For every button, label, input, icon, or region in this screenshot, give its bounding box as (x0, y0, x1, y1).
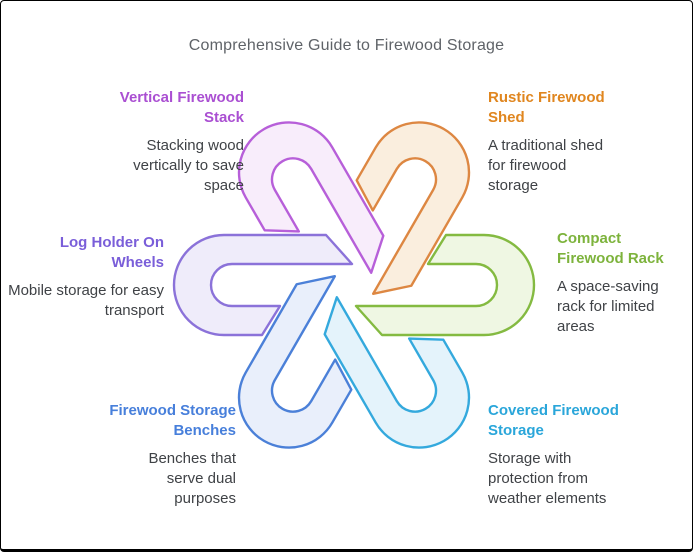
loop-covered-firewood-storage (323, 296, 471, 449)
loop-vertical-firewood-stack (237, 121, 385, 274)
item-firewood-storage-benches: Firewood Storage Benches Benches that se… (86, 401, 236, 509)
loop-compact-firewood-rack (354, 233, 536, 337)
item-description: A traditional shed for firewood storage (488, 137, 604, 194)
item-label: Covered Firewood Storage (488, 402, 619, 439)
item-vertical-firewood-stack: Vertical Firewood Stack Stacking wood ve… (94, 88, 244, 196)
item-description: A space-saving rack for limited areas (557, 278, 659, 335)
item-label: Compact Firewood Rack (557, 230, 664, 267)
item-label: Rustic Firewood Shed (488, 89, 605, 126)
item-label: Log Holder On Wheels (59, 234, 164, 271)
page-title: Comprehensive Guide to Firewood Storage (188, 37, 505, 54)
loop-rustic-firewood-shed (355, 121, 471, 295)
item-covered-firewood-storage: Covered Firewood Storage Storage with pr… (488, 401, 643, 509)
item-label: Firewood Storage Benches (109, 402, 236, 439)
loop-log-holder-on-wheels (172, 233, 354, 337)
item-compact-firewood-rack: Compact Firewood Rack A space-saving rac… (557, 229, 682, 337)
item-description: Benches that serve dual purposes (148, 450, 236, 507)
item-rustic-firewood-shed: Rustic Firewood Shed A traditional shed … (488, 88, 628, 196)
item-label: Vertical Firewood Stack (119, 89, 244, 126)
loop-firewood-storage-benches (237, 275, 353, 449)
item-description: Stacking wood vertically to save space (133, 137, 244, 194)
item-description: Storage with protection from weather ele… (488, 450, 607, 507)
item-description: Mobile storage for easy transport (8, 282, 164, 319)
item-log-holder-on-wheels: Log Holder On Wheels Mobile storage for … (4, 233, 164, 321)
